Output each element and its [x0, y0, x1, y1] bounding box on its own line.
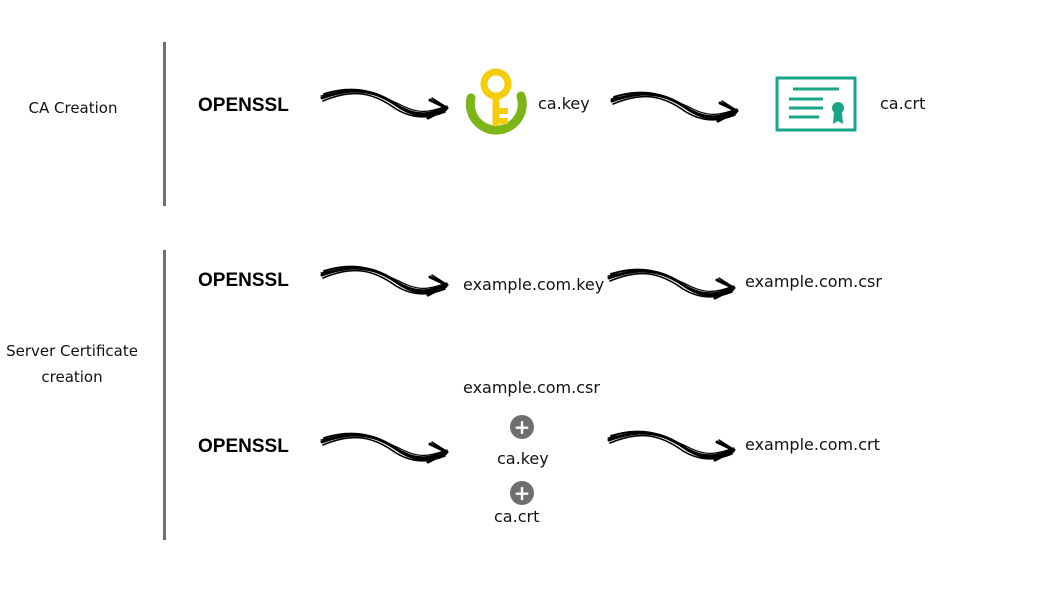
- section-label-ca: CA Creation: [28, 99, 118, 117]
- file-ca-key: ca.key: [538, 94, 590, 113]
- key-icon: [465, 68, 527, 135]
- file-example-csr: example.com.csr: [745, 272, 882, 291]
- plus-icon: +: [510, 481, 534, 505]
- divider-ca: [163, 42, 166, 206]
- section-label-server-line2: creation: [41, 368, 103, 386]
- arrow-icon: [319, 265, 449, 297]
- input-file-ca-crt: ca.crt: [494, 507, 540, 526]
- input-file-ca-key: ca.key: [497, 449, 549, 468]
- openssl-label-ca: OPENSSL: [198, 95, 289, 116]
- arrow-icon: [609, 91, 739, 123]
- certificate-icon: [775, 76, 857, 132]
- file-ca-crt: ca.crt: [880, 94, 926, 113]
- file-example-crt: example.com.crt: [745, 435, 880, 454]
- input-file-csr: example.com.csr: [463, 378, 600, 397]
- arrow-icon: [606, 430, 736, 462]
- arrow-icon: [319, 88, 449, 120]
- openssl-label-server-crt: OPENSSL: [198, 436, 289, 457]
- plus-icon: +: [510, 415, 534, 439]
- section-label-server-line1: Server Certificate: [6, 342, 138, 360]
- file-example-key: example.com.key: [463, 275, 605, 294]
- arrow-icon: [606, 268, 736, 300]
- openssl-label-server-key: OPENSSL: [198, 270, 289, 291]
- divider-server: [163, 250, 166, 540]
- arrow-icon: [319, 432, 449, 464]
- section-label-server: Server Certificate creation: [2, 338, 142, 390]
